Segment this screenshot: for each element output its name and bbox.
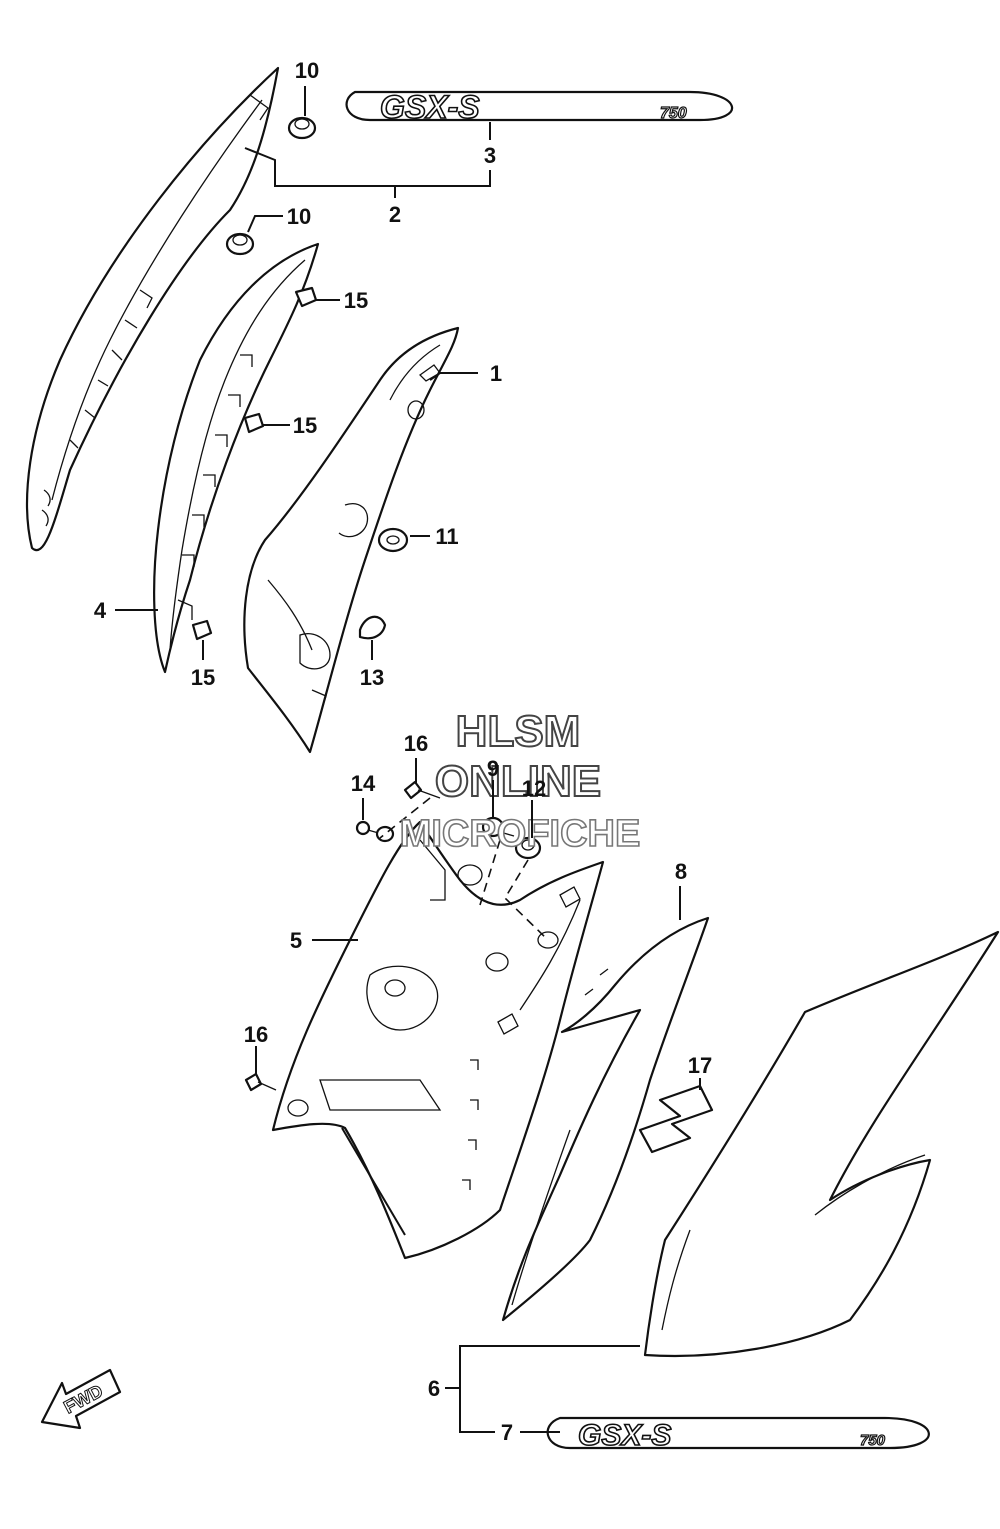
damper-rubber (377, 527, 409, 553)
model-emblem-lower: GSX-S 750 (546, 1416, 930, 1453)
callout-16-upper: 16 (404, 731, 428, 756)
callout-15-lower: 15 (191, 665, 215, 690)
callout-10-upper: 10 (295, 58, 319, 83)
cushion-cap (358, 615, 387, 640)
callout-16-lower: 16 (244, 1022, 268, 1047)
emblem-displacement-text-lower: 750 (860, 1432, 886, 1449)
callout-4: 4 (94, 598, 107, 623)
callout-10-middle: 10 (287, 204, 311, 229)
collar-12 (514, 836, 542, 860)
callout-3: 3 (484, 143, 496, 168)
emblem-model-text-upper: GSX-S (380, 89, 480, 125)
forward-direction-arrow: FWD (40, 1368, 122, 1430)
callout-15-upper: 15 (344, 288, 368, 313)
callout-12: 12 (522, 776, 546, 801)
emblem-displacement-text-upper: 750 (660, 105, 687, 122)
callout-6: 6 (428, 1376, 440, 1401)
callout-17: 17 (688, 1053, 712, 1078)
clip-nut-upper (294, 286, 318, 308)
callout-5: 5 (290, 928, 302, 953)
seat-tail-cover-outer (25, 66, 280, 552)
callout-9: 9 (487, 756, 499, 781)
callout-14: 14 (351, 771, 376, 796)
side-panel-8 (501, 916, 710, 1322)
model-emblem-upper: GSX-S 750 (345, 88, 733, 126)
watermark-line1: HLSM (456, 707, 581, 756)
callout-13: 13 (360, 665, 384, 690)
inner-side-trim (153, 242, 320, 674)
leader-lines (115, 86, 701, 1433)
clip-nut-middle (243, 412, 265, 434)
watermark-line3: MICROFICHE (400, 813, 641, 855)
bolt-9 (481, 816, 515, 838)
frame-side-cover (243, 326, 460, 754)
assembly-line-9-to-5 (479, 839, 501, 906)
screw-upper (403, 780, 441, 800)
assembly-line-16-to-5 (379, 797, 431, 839)
clip-nut-lower (191, 619, 213, 641)
callout-15-middle: 15 (293, 413, 317, 438)
brand-logo-emblem (638, 1084, 714, 1154)
callouts: 10 3 2 10 15 1 15 11 4 15 13 16 9 14 12 … (94, 58, 712, 1445)
callout-2: 2 (389, 202, 401, 227)
screw-lower (244, 1072, 277, 1092)
callout-8: 8 (675, 859, 687, 884)
grommet-upper (287, 116, 317, 140)
callout-1: 1 (490, 361, 502, 386)
bolt-14 (355, 820, 395, 843)
callout-11: 11 (435, 524, 458, 549)
callout-7: 7 (501, 1420, 513, 1445)
under-seat-inner-cover (271, 820, 605, 1260)
side-cover-6 (643, 930, 1000, 1358)
emblem-model-text-lower: GSX-S (578, 1419, 671, 1452)
grommet-middle (225, 232, 255, 256)
watermark: HLSM ONLINE MICROFICHE (399, 706, 641, 856)
watermark-line2: ONLINE (435, 757, 601, 806)
